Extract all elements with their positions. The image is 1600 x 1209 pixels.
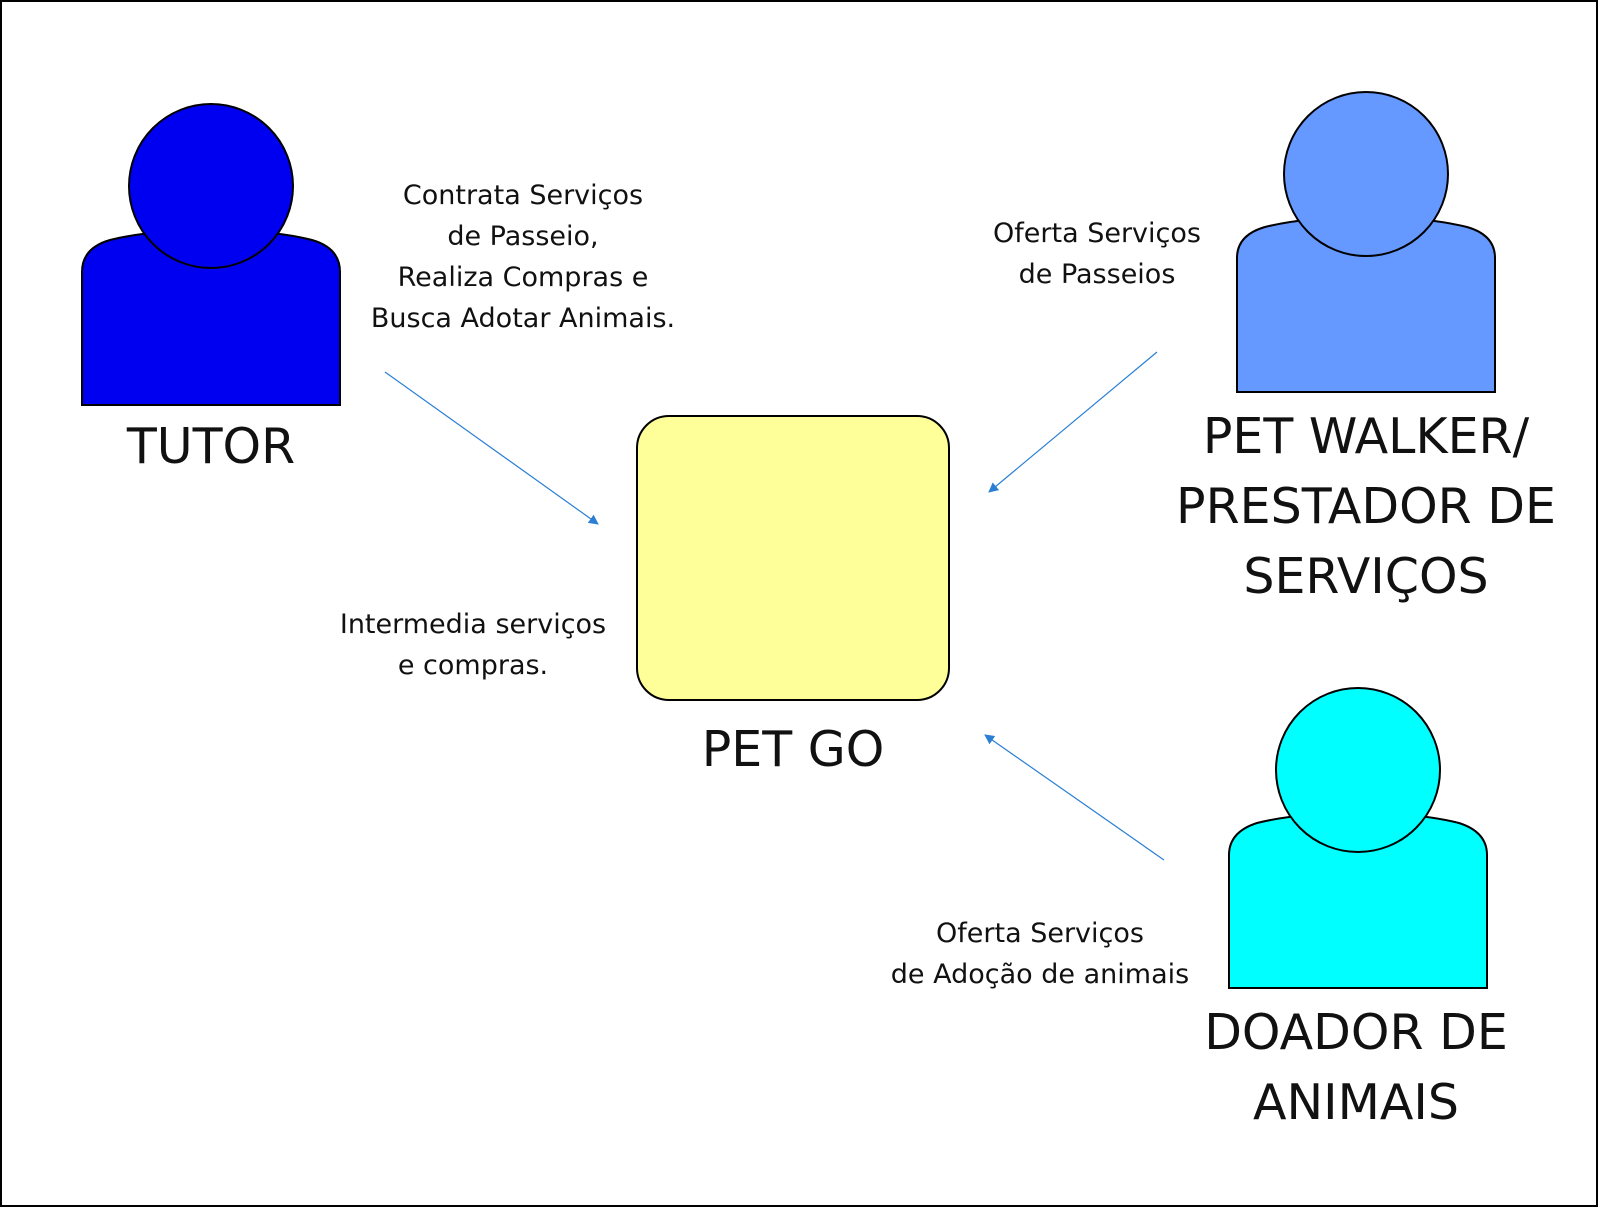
donor-label: DOADOR DE ANIMAIS bbox=[1156, 998, 1556, 1138]
center-edge-label-line: Intermedia serviços bbox=[339, 609, 607, 640]
walker-edge-label-line: de Passeios bbox=[1018, 259, 1176, 290]
pet-go-system-box bbox=[636, 415, 950, 701]
walker-label-line: SERVIÇOS bbox=[1243, 548, 1489, 605]
donor-head-shape bbox=[1275, 687, 1441, 853]
tutor-edge-label-line: Busca Adotar Animais. bbox=[370, 303, 676, 334]
tutor-edge-label-line: Contrata Serviços bbox=[402, 180, 644, 211]
walker-label: PET WALKER/ PRESTADOR DE SERVIÇOS bbox=[1166, 402, 1566, 612]
tutor-edge-label: Contrata Serviços de Passeio, Realiza Co… bbox=[323, 175, 723, 339]
pet-go-label-text: PET GO bbox=[701, 721, 885, 778]
tutor-head-shape bbox=[128, 103, 294, 269]
tutor-actor-icon bbox=[81, 103, 341, 406]
arrow-tutor-to-petgo bbox=[384, 371, 599, 525]
tutor-edge-label-line: de Passeio, bbox=[447, 221, 599, 252]
walker-label-line: PET WALKER/ bbox=[1202, 408, 1530, 465]
arrow-walker-to-petgo bbox=[988, 351, 1158, 493]
donor-edge-label: Oferta Serviços de Adoção de animais bbox=[865, 913, 1215, 995]
walker-actor-icon bbox=[1236, 91, 1496, 393]
pet-go-label: PET GO bbox=[643, 715, 943, 785]
center-edge-label-line: e compras. bbox=[397, 650, 549, 681]
tutor-label-line: TUTOR bbox=[126, 418, 296, 475]
walker-label-line: PRESTADOR DE bbox=[1176, 478, 1556, 535]
donor-actor-icon bbox=[1228, 687, 1488, 989]
donor-label-line: DOADOR DE bbox=[1204, 1004, 1508, 1061]
walker-edge-label: Oferta Serviços de Passeios bbox=[947, 213, 1247, 295]
tutor-label: TUTOR bbox=[86, 412, 336, 482]
walker-head-shape bbox=[1283, 91, 1449, 257]
donor-label-line: ANIMAIS bbox=[1253, 1074, 1459, 1131]
arrow-donor-to-petgo bbox=[984, 734, 1165, 861]
donor-edge-label-line: de Adoção de animais bbox=[890, 959, 1190, 990]
center-edge-label: Intermedia serviços e compras. bbox=[323, 604, 623, 686]
tutor-edge-label-line: Realiza Compras e bbox=[397, 262, 649, 293]
walker-edge-label-line: Oferta Serviços bbox=[993, 218, 1201, 249]
donor-edge-label-line: Oferta Serviços bbox=[936, 918, 1144, 949]
